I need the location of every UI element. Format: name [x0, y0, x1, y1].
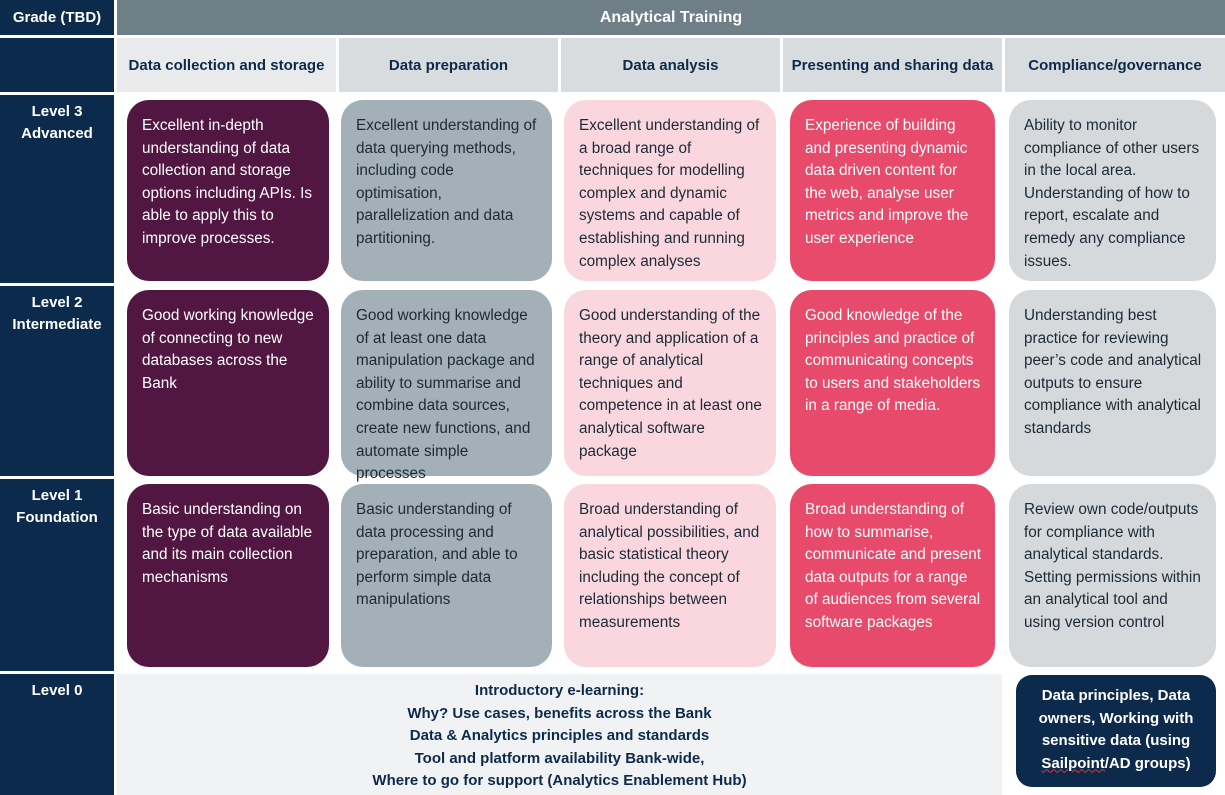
page-title: Analytical Training	[117, 0, 1225, 35]
sailpoint-text: Sailpoint	[1041, 754, 1105, 772]
level-1-compliance-card: Review own code/outputs for compliance w…	[1009, 484, 1216, 667]
level-3-compliance-card: Ability to monitor compliance of other u…	[1009, 100, 1216, 281]
e-learning-line: Tool and platform availability Bank-wide…	[414, 749, 705, 767]
e-learning-line: Data & Analytics principles and standard…	[409, 727, 710, 744]
level-1-data-analysis-card: Broad understanding of analytical possib…	[564, 484, 776, 667]
level-0-compliance-card: Data principles, Data owners, Working wi…	[1016, 675, 1216, 787]
level-2-data-preparation-card: Good working knowledge of at least one d…	[341, 290, 552, 482]
level-3-data-analysis-card: Excellent understanding of a broad range…	[564, 100, 776, 281]
level-3-data-collection-card: Excellent in-depth understanding of data…	[127, 100, 329, 281]
e-learning-line: Where to go for support (Analytics Enabl…	[372, 772, 747, 789]
e-learning-line: Why? Use cases, benefits across the Bank	[407, 704, 712, 722]
level-1-data-collection-card: Basic understanding on the type of data …	[127, 484, 329, 667]
level-3-label: Level 3 Advanced	[0, 95, 114, 283]
level-1-presenting-card: Broad understanding of how to summarise,…	[790, 484, 995, 667]
level-0-label: Level 0	[0, 674, 114, 795]
grade-column-blank	[0, 38, 114, 92]
level-2-presenting-card: Good knowledge of the principles and pra…	[790, 290, 995, 476]
grade-header: Grade (TBD)	[0, 0, 114, 35]
column-header-data-analysis: Data analysis	[561, 38, 780, 92]
level-1-data-preparation-card: Basic understanding of data processing a…	[341, 484, 552, 667]
e-learning-heading: Introductory e-learning:	[474, 682, 645, 699]
level-3-presenting-card: Experience of building and presenting dy…	[790, 100, 995, 281]
level-2-compliance-card: Understanding best practice for reviewin…	[1009, 290, 1216, 476]
column-header-data-collection: Data collection and storage	[117, 38, 336, 92]
column-header-compliance: Compliance/governance	[1005, 38, 1225, 92]
card-text-end: /AD groups)	[1104, 754, 1191, 772]
column-header-data-preparation: Data preparation	[339, 38, 558, 92]
level-2-data-analysis-card: Good understanding of the theory and app…	[564, 290, 776, 476]
column-header-presenting-sharing: Presenting and sharing data	[783, 38, 1002, 92]
level-2-label: Level 2 Intermediate	[0, 286, 114, 476]
level-3-data-preparation-card: Excellent understanding of data querying…	[341, 100, 552, 281]
level-1-label: Level 1 Foundation	[0, 479, 114, 671]
level-2-data-collection-card: Good working knowledge of connecting to …	[127, 290, 329, 476]
card-text: Data principles, Data owners, Working wi…	[1038, 687, 1194, 749]
level-0-e-learning-panel: Introductory e-learning: Why? Use cases,…	[117, 674, 1002, 795]
